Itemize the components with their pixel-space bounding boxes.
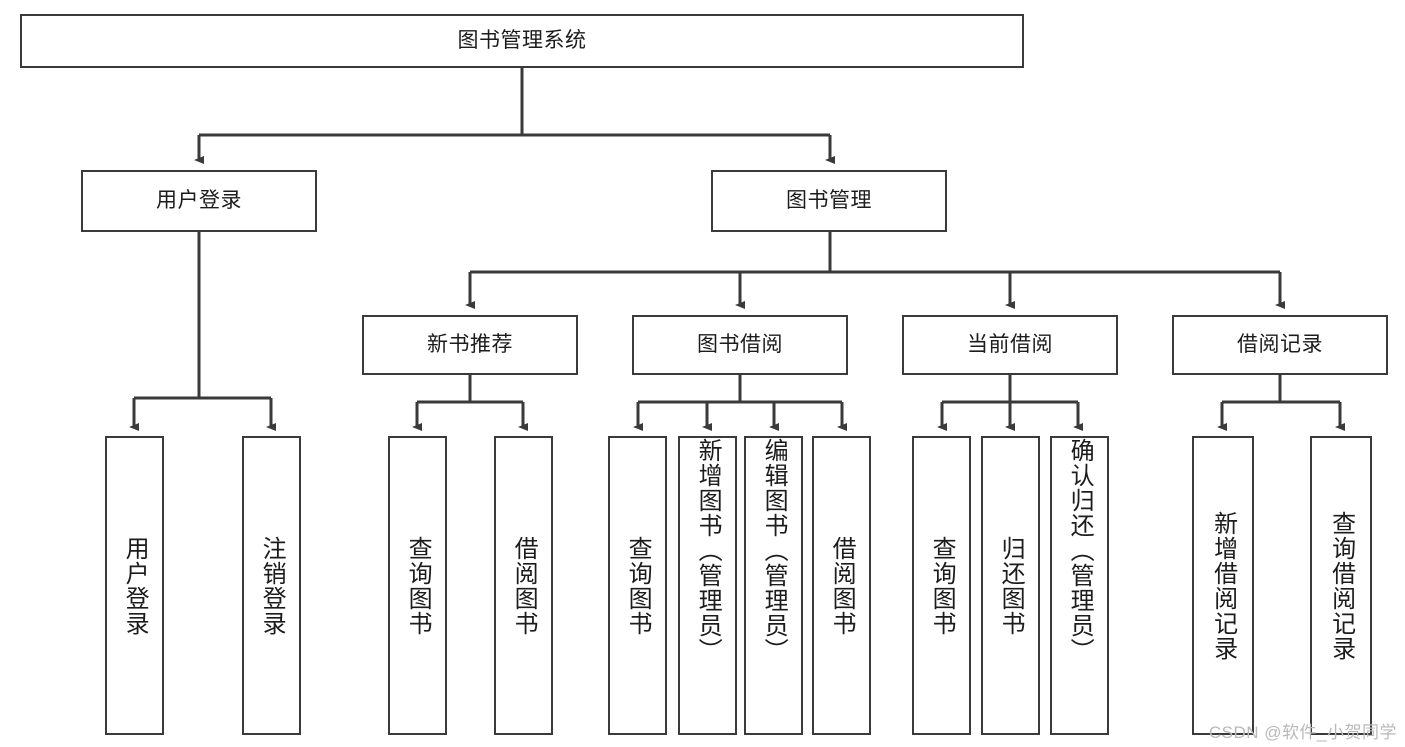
node-book-borrow[interactable]: 图书借阅 xyxy=(632,315,848,375)
leaf-newbook-borrow-book[interactable]: 借阅图书 xyxy=(494,436,553,735)
leaf-bookborrow-query-book-label: 查询图书 xyxy=(624,535,652,636)
leaf-bookborrow-add-book[interactable]: 新增图书（管理员） xyxy=(678,436,737,735)
node-new-book-recommend[interactable]: 新书推荐 xyxy=(362,315,578,375)
leaf-user-login-logout-label: 注销登录 xyxy=(258,535,286,636)
node-borrow-record[interactable]: 借阅记录 xyxy=(1172,315,1388,375)
leaf-currentborrow-query-book[interactable]: 查询图书 xyxy=(912,436,971,735)
node-current-borrow[interactable]: 当前借阅 xyxy=(902,315,1118,375)
leaf-bookborrow-edit-book-label: 编辑图书（管理员） xyxy=(760,438,788,663)
leaf-newbook-borrow-book-label: 借阅图书 xyxy=(510,535,538,636)
leaf-borrowrecord-query-record-label: 查询借阅记录 xyxy=(1327,510,1355,661)
leaf-newbook-query-book[interactable]: 查询图书 xyxy=(388,436,447,735)
node-book-borrow-label: 图书借阅 xyxy=(697,332,783,356)
leaf-bookborrow-query-book[interactable]: 查询图书 xyxy=(608,436,667,735)
node-root-label: 图书管理系统 xyxy=(457,28,587,52)
node-root[interactable]: 图书管理系统 xyxy=(20,14,1024,68)
leaf-currentborrow-query-book-label: 查询图书 xyxy=(928,535,956,636)
leaf-bookborrow-edit-book[interactable]: 编辑图书（管理员） xyxy=(744,436,803,735)
node-borrow-record-label: 借阅记录 xyxy=(1237,332,1323,356)
leaf-borrowrecord-add-record[interactable]: 新增借阅记录 xyxy=(1192,436,1254,735)
leaf-bookborrow-borrow-book-label: 借阅图书 xyxy=(828,535,856,636)
leaf-bookborrow-add-book-label: 新增图书（管理员） xyxy=(694,438,722,663)
node-current-borrow-label: 当前借阅 xyxy=(967,332,1053,356)
leaf-bookborrow-borrow-book[interactable]: 借阅图书 xyxy=(812,436,871,735)
leaf-currentborrow-confirm-return[interactable]: 确认归还（管理员） xyxy=(1050,436,1109,735)
node-user-login-label: 用户登录 xyxy=(156,188,242,212)
node-book-management[interactable]: 图书管理 xyxy=(711,170,947,232)
leaf-currentborrow-confirm-return-label: 确认归还（管理员） xyxy=(1066,438,1094,663)
leaf-user-login-login[interactable]: 用户登录 xyxy=(105,436,164,735)
leaf-borrowrecord-query-record[interactable]: 查询借阅记录 xyxy=(1310,436,1372,735)
leaf-currentborrow-return-book[interactable]: 归还图书 xyxy=(981,436,1040,735)
leaf-newbook-query-book-label: 查询图书 xyxy=(404,535,432,636)
node-book-management-label: 图书管理 xyxy=(786,188,872,212)
node-new-book-recommend-label: 新书推荐 xyxy=(427,332,513,356)
node-user-login[interactable]: 用户登录 xyxy=(81,170,317,232)
leaf-currentborrow-return-book-label: 归还图书 xyxy=(997,535,1025,636)
leaf-user-login-logout[interactable]: 注销登录 xyxy=(242,436,301,735)
leaf-user-login-login-label: 用户登录 xyxy=(121,535,149,636)
leaf-borrowrecord-add-record-label: 新增借阅记录 xyxy=(1209,510,1237,661)
